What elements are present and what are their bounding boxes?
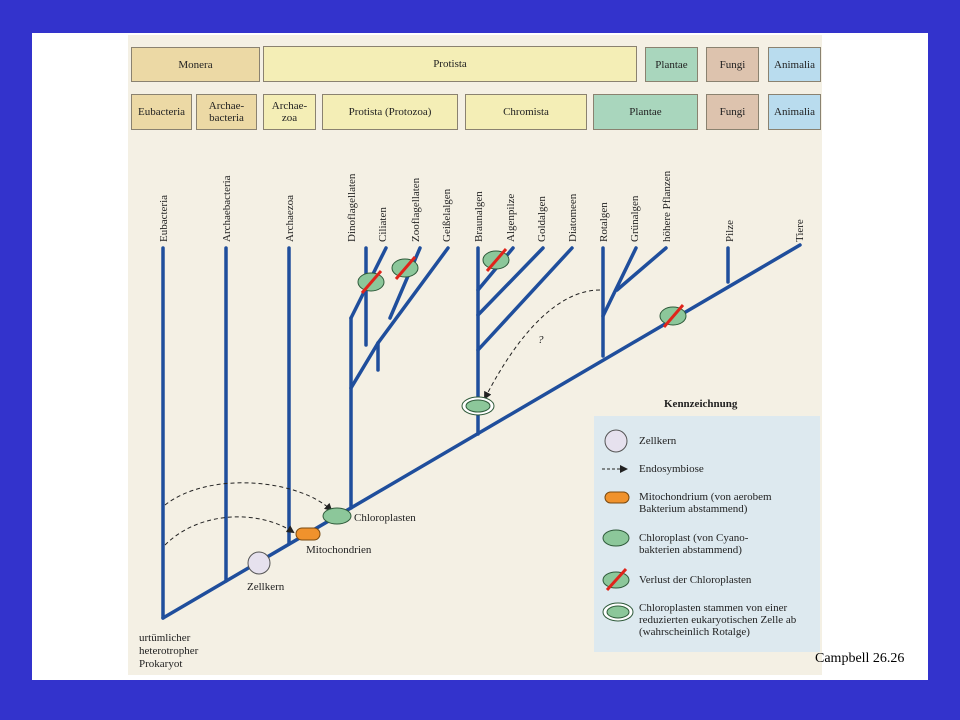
group-box-eubacteria: Eubacteria — [131, 94, 192, 130]
taxon-label: Geißelalgen — [441, 188, 453, 242]
legend-item-text: Verlust der Chloroplasten — [639, 574, 752, 586]
group-box-fungi: Fungi — [706, 94, 759, 130]
group-box-chromista: Chromista — [465, 94, 587, 130]
mitochondrien-label: Mitochondrien — [306, 544, 372, 556]
legend-item-text: Chloroplast (von Cyano-bakterien abstamm… — [639, 532, 749, 556]
credit-label: Campbell 26.26 — [815, 651, 905, 666]
double-membrane-chloroplast-icon — [602, 602, 634, 622]
taxon-label: Braunalgen — [473, 191, 485, 242]
kingdom-box-plantae: Plantae — [645, 47, 698, 82]
taxon-label: Diatomeen — [567, 193, 579, 242]
taxon-label: Tiere — [794, 219, 806, 242]
nucleus-icon — [604, 429, 628, 453]
taxon-label: höhere Pflanzen — [661, 170, 673, 242]
taxon-label: Ciliaten — [377, 207, 389, 242]
root-label-line3: Prokaryot — [139, 658, 182, 670]
group-box-plantae: Plantae — [593, 94, 698, 130]
legend-item-text: Zellkern — [639, 435, 677, 447]
taxa-labels: Eubacteria Archaebacteria Archaezoa Dino… — [158, 170, 806, 242]
root-label-line2: heterotropher — [139, 645, 199, 657]
chloroplast-loss-icon — [357, 270, 385, 294]
kingdom-box-animalia: Animalia — [768, 47, 821, 82]
taxon-label: Algenpilze — [505, 194, 517, 242]
taxon-label: Dinoflagellaten — [346, 173, 358, 242]
legend-icons — [602, 429, 634, 622]
taxon-label: Goldalgen — [536, 196, 548, 242]
taxon-label: Archaebacteria — [221, 175, 233, 242]
chloroplast-icon — [322, 507, 352, 525]
legend-item-text: Mitochondrium (von aerobem Bakterium abs… — [639, 491, 772, 515]
chloroplasten-label: Chloroplasten — [354, 512, 416, 524]
group-box-archaebacteria: Archae- bacteria — [196, 94, 257, 130]
mitochondrion-icon — [295, 527, 321, 541]
taxon-label: Zooflagellaten — [410, 177, 422, 242]
chloroplast-loss-icon — [391, 256, 419, 280]
taxon-label: Pilze — [724, 220, 736, 242]
chloroplast-loss-icon — [659, 304, 687, 328]
chloroplast-icon — [602, 529, 630, 547]
chloroplast-loss-icon — [602, 567, 630, 592]
kingdom-box-protista: Protista — [263, 46, 637, 82]
group-box-animalia: Animalia — [768, 94, 821, 130]
group-box-protozoa: Protista (Protozoa) — [322, 94, 458, 130]
root-label-line1: urtümlicher — [139, 632, 191, 644]
taxon-label: Archaezoa — [284, 195, 296, 242]
taxon-label: Eubacteria — [158, 195, 170, 242]
legend-item-text: Endosymbiose — [639, 463, 704, 475]
nucleus-icon — [247, 551, 271, 575]
group-box-archaezoa: Archae- zoa — [263, 94, 316, 130]
kingdom-box-monera: Monera — [131, 47, 260, 82]
chloroplast-loss-icon — [482, 248, 510, 272]
legend-item-text: Chloroplasten stammen von einer reduzier… — [639, 602, 797, 638]
legend-title: Kennzeichnung — [664, 398, 738, 410]
endosymbiosis-arrows — [164, 289, 601, 546]
question-label: ? — [538, 334, 544, 346]
taxon-label: Grünalgen — [629, 195, 641, 242]
taxon-label: Rotalgen — [598, 202, 610, 242]
zellkern-label: Zellkern — [247, 581, 285, 593]
mitochondrion-icon — [604, 491, 630, 504]
kingdom-box-fungi: Fungi — [706, 47, 759, 82]
